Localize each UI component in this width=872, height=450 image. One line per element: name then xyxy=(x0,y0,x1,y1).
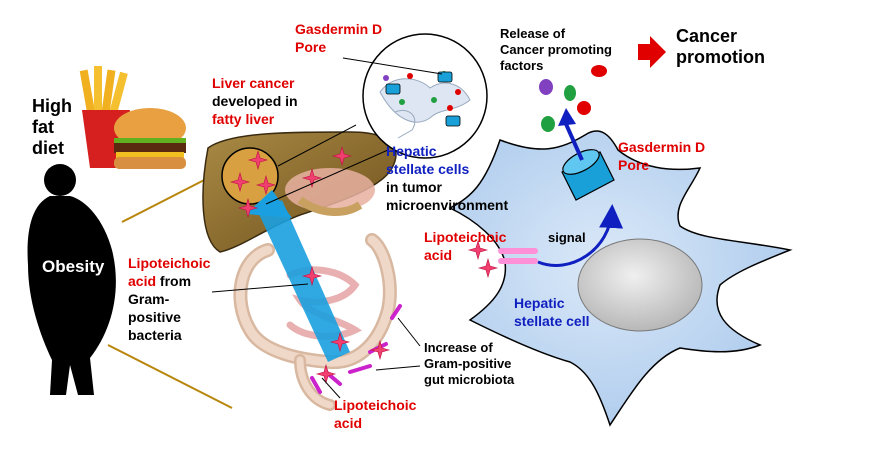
zoom-circle xyxy=(362,33,488,159)
label-release: Release of Cancer promoting factors xyxy=(500,26,612,73)
release-arrowhead xyxy=(558,108,576,126)
pointer-line-lta-bottom xyxy=(321,377,341,399)
stellate-cell-icon xyxy=(448,130,793,427)
liver-icon xyxy=(202,131,397,253)
label-hepatic-cell: Hepatic stellate cell xyxy=(514,295,590,329)
label-lta-bottom: Lipoteichoic acid xyxy=(334,397,417,431)
label-increase: Increase of Gram-positive gut microbiota xyxy=(424,340,515,387)
receptor-icon xyxy=(498,248,538,264)
label-gasdermin-right: Gasdermin D Pore xyxy=(618,139,706,173)
pore-icon xyxy=(561,149,615,201)
cancer-arrow xyxy=(638,36,666,68)
signal-arrow xyxy=(537,204,624,267)
label-signal: signal xyxy=(548,230,586,245)
label-gasdermin-top: Gasdermin D Pore xyxy=(295,21,383,55)
obesity-silhouette-icon xyxy=(27,164,116,395)
connector-line-upper xyxy=(121,174,215,223)
label-obesity: Obesity xyxy=(42,257,105,276)
pointer-line-increase-2 xyxy=(375,365,421,371)
zoom-line-2 xyxy=(265,149,389,205)
label-cancer-promotion: Cancer promotion xyxy=(676,26,765,67)
translocation-arrow-icon xyxy=(246,190,350,362)
burger-fries-icon xyxy=(79,66,186,169)
zoom-line-1 xyxy=(277,124,357,167)
label-hepatic-tumor: Hepatic stellate cells in tumor microenv… xyxy=(386,143,509,213)
label-high-fat-diet: High fat diet xyxy=(32,96,72,158)
pointer-line-increase xyxy=(397,317,421,347)
label-liver-cancer: Liver cancer developed in fatty liver xyxy=(212,75,298,127)
label-lta-right: Lipoteichoic acid xyxy=(424,229,507,263)
released-factors xyxy=(539,65,607,132)
release-arrow xyxy=(564,123,584,161)
label-lta-left: Lipoteichoic acid from Gram- positive ba… xyxy=(128,255,211,343)
pointer-line-gasdermin xyxy=(342,57,443,75)
intestine-icon xyxy=(233,233,397,411)
pointer-line-lta xyxy=(211,283,309,293)
connector-line-lower xyxy=(107,344,233,409)
